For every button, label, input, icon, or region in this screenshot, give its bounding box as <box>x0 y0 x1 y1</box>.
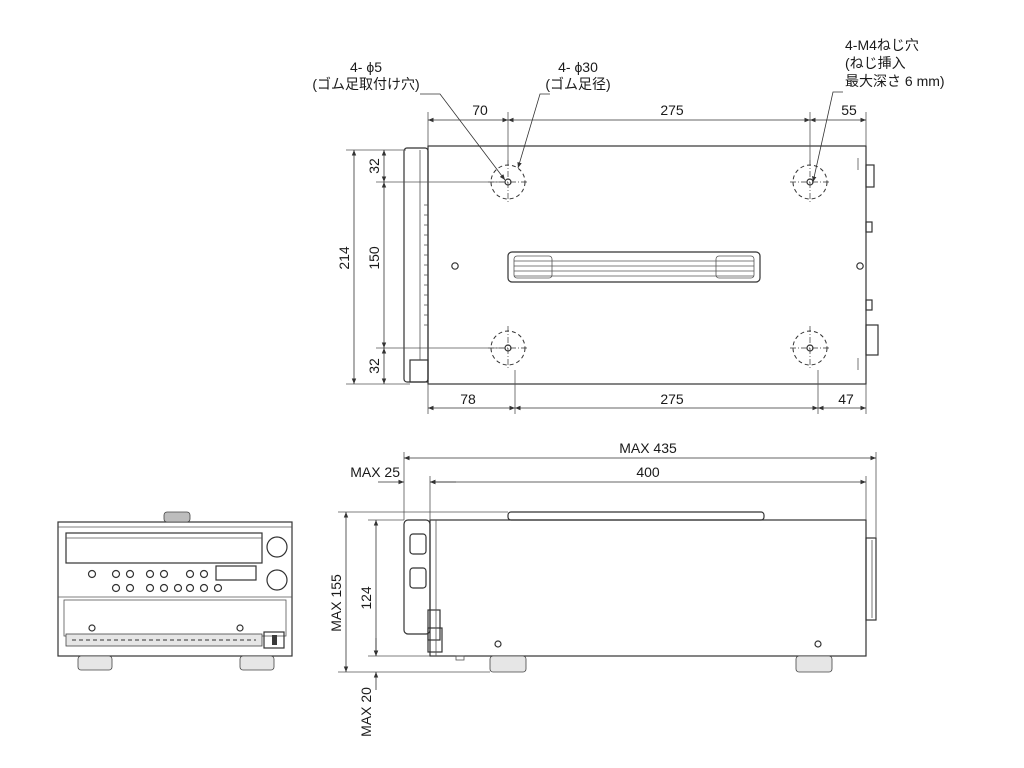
side-rear-connector <box>865 537 877 621</box>
screw-icon <box>856 262 864 270</box>
lower-panel <box>63 599 287 637</box>
side-view: MAX 435 400 MAX 25 MAX 155 124 MAX 20 <box>328 440 877 737</box>
leader-line <box>517 93 550 169</box>
callout-rubber-foot-hole-line1: 4- ϕ5 <box>350 59 382 75</box>
voltage-knob-icon <box>266 536 288 558</box>
side-foot <box>489 655 527 673</box>
dim-bottom-left: 78 <box>460 391 476 407</box>
dim-left-top: 32 <box>366 158 382 174</box>
top-view-rear-terminals <box>857 158 879 370</box>
dim-foot-height: MAX 20 <box>358 687 374 737</box>
dim-front-protrusion: MAX 25 <box>350 464 400 480</box>
callout-screw-hole-line2: (ねじ挿入 <box>845 55 906 71</box>
side-front-panel <box>403 519 431 635</box>
dim-bottom-middle: 275 <box>660 391 684 407</box>
display-window <box>65 532 263 564</box>
callout-rubber-foot-hole-line2: (ゴム足取付け穴) <box>312 76 419 92</box>
rubber-foot <box>790 160 830 204</box>
dim-top-left: 70 <box>472 102 488 118</box>
top-view: 4- ϕ5 (ゴム足取付け穴) 4- ϕ30 (ゴム足径) 4-M4ねじ穴 (ね… <box>312 37 945 414</box>
dim-left-bottom: 32 <box>366 358 382 374</box>
front-foot <box>77 655 113 671</box>
screw-icon <box>451 262 459 270</box>
dim-max-length: MAX 435 <box>619 440 677 456</box>
side-foot <box>795 655 833 673</box>
dim-left-overall: 214 <box>336 246 352 270</box>
side-knob-icon <box>409 567 427 589</box>
dim-left-middle: 150 <box>366 246 382 270</box>
power-switch <box>263 631 285 649</box>
status-display <box>215 565 257 581</box>
dim-max-height: MAX 155 <box>328 574 344 632</box>
top-knob <box>163 511 191 523</box>
top-view-front-panel <box>403 147 429 383</box>
dim-body-height: 124 <box>358 586 374 610</box>
leader-line <box>812 91 843 183</box>
front-view <box>57 511 293 671</box>
dim-bottom-right: 47 <box>838 391 854 407</box>
callout-rubber-foot-dia-line2: (ゴム足径) <box>545 76 610 92</box>
side-handle <box>507 511 765 521</box>
dim-body-length: 400 <box>636 464 660 480</box>
callout-screw-hole-line3: 最大深さ 6 mm) <box>845 73 945 89</box>
dim-top-right: 55 <box>841 102 857 118</box>
current-knob-icon <box>266 569 288 591</box>
front-foot <box>239 655 275 671</box>
carry-handle <box>507 251 761 283</box>
rubber-foot <box>790 326 830 370</box>
callout-rubber-foot-dia-line1: 4- ϕ30 <box>558 59 598 75</box>
side-knob-icon <box>409 533 427 555</box>
screw-icon <box>814 640 822 648</box>
callout-screw-hole-line1: 4-M4ねじ穴 <box>845 37 919 53</box>
leader-line <box>420 93 506 181</box>
front-button-row <box>87 569 223 593</box>
dim-top-middle: 275 <box>660 102 684 118</box>
side-view-body <box>429 519 867 657</box>
screw-icon <box>494 640 502 648</box>
